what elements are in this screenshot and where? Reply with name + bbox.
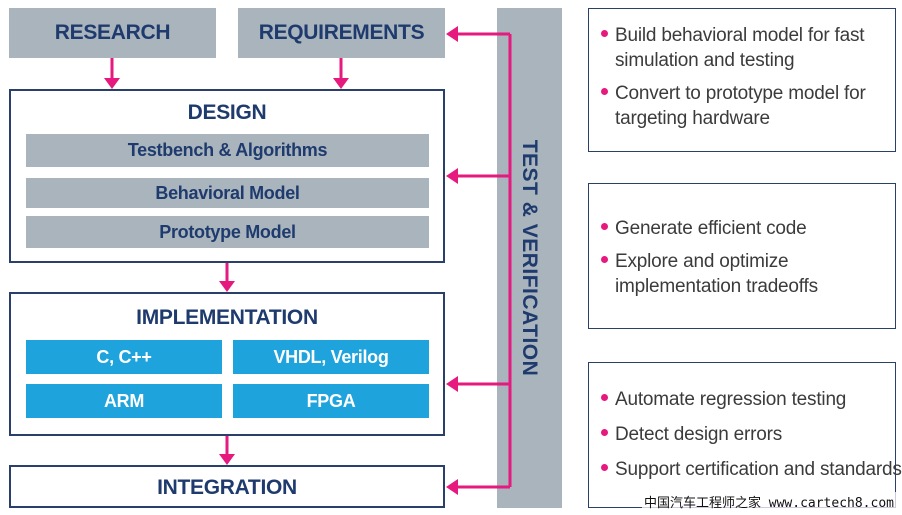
notes-verification: Automate regression testing Detect desig… xyxy=(588,362,902,508)
bullet-icon xyxy=(601,394,608,401)
arrowhead-design-implementation xyxy=(219,281,235,292)
research-box: RESEARCH xyxy=(9,8,216,58)
design-title: DESIGN xyxy=(187,101,267,124)
bullet-icon xyxy=(601,256,608,263)
note-item: Automate regression testing xyxy=(601,387,885,412)
arrowhead-research-design xyxy=(104,78,120,89)
design-stage: DESIGN Testbench & Algorithms Behavioral… xyxy=(9,89,445,263)
note-item: Convert to prototype model for targeting… xyxy=(601,81,885,131)
note-item: Support certification and standards xyxy=(601,457,902,482)
bullet-icon xyxy=(601,30,608,37)
arrowhead-tv-design xyxy=(446,168,458,184)
integration-title: INTEGRATION xyxy=(157,476,297,499)
design-item-behavioral: Behavioral Model xyxy=(26,178,429,208)
arrowhead-tv-requirements xyxy=(446,26,458,42)
requirements-box: REQUIREMENTS xyxy=(238,8,445,58)
test-verification-bar xyxy=(497,8,562,508)
impl-item-fpga: FPGA xyxy=(233,384,429,418)
bullet-icon xyxy=(601,464,608,471)
arrowhead-requirements-design xyxy=(333,78,349,89)
impl-item-arm: ARM xyxy=(26,384,222,418)
note-item: Explore and optimize implementation trad… xyxy=(601,249,885,299)
bullet-icon xyxy=(601,429,608,436)
bullet-icon xyxy=(601,223,608,230)
notes-design: Build behavioral model for fast simulati… xyxy=(588,8,896,152)
arrowhead-implementation-integration xyxy=(219,454,235,465)
note-item: Generate efficient code xyxy=(601,216,885,241)
design-item-prototype: Prototype Model xyxy=(26,216,429,248)
implementation-stage: IMPLEMENTATION C, C++ VHDL, Verilog ARM … xyxy=(9,292,445,436)
arrowhead-tv-integration xyxy=(446,479,458,495)
design-item-testbench: Testbench & Algorithms xyxy=(26,134,429,167)
requirements-label: REQUIREMENTS xyxy=(258,21,425,44)
notes-implementation: Generate efficient code Explore and opti… xyxy=(588,183,896,329)
note-item: Detect design errors xyxy=(601,422,885,447)
implementation-title: IMPLEMENTATION xyxy=(136,306,318,329)
impl-item-vhdl: VHDL, Verilog xyxy=(233,340,429,374)
research-label: RESEARCH xyxy=(54,21,171,44)
impl-item-c: C, C++ xyxy=(26,340,222,374)
arrowhead-tv-implementation xyxy=(446,376,458,392)
bullet-icon xyxy=(601,88,608,95)
note-item: Build behavioral model for fast simulati… xyxy=(601,23,885,73)
integration-stage: INTEGRATION xyxy=(9,465,445,508)
watermark: 中国汽车工程师之家 www.cartech8.com xyxy=(641,492,896,511)
